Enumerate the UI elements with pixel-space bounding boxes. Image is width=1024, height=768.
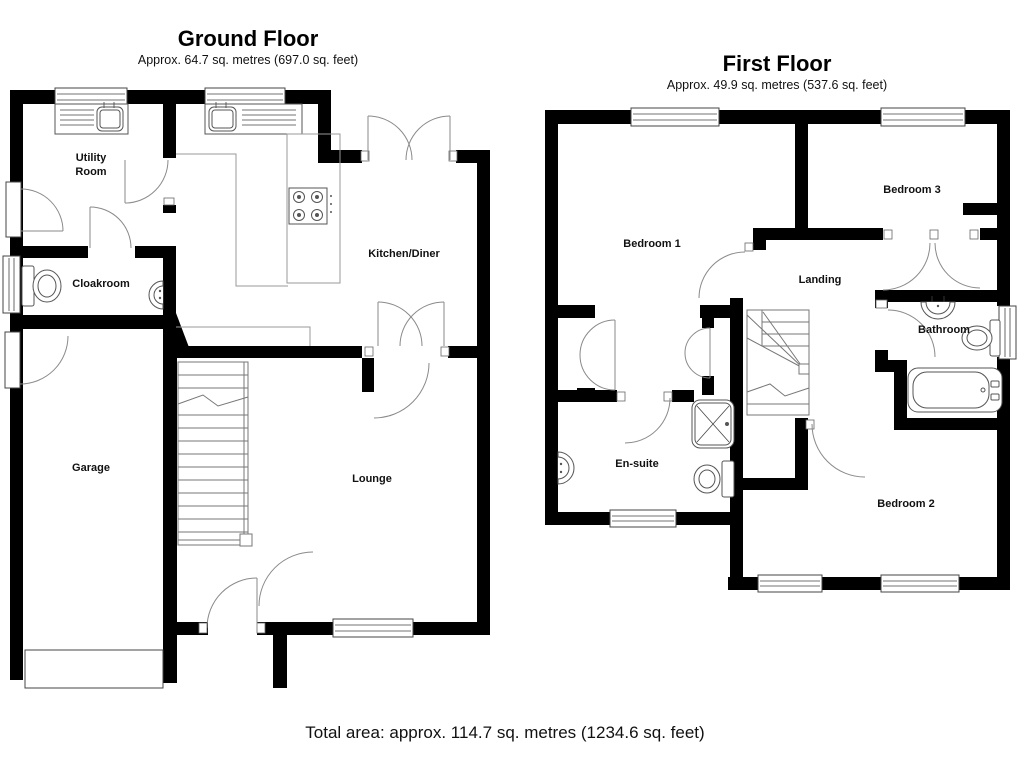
bathroom-window (998, 305, 1017, 360)
bathroom-basin-symbol (920, 296, 956, 320)
bedroom3-door-arc (882, 242, 931, 291)
cloakroom-door-arc (89, 206, 132, 249)
garage-door (24, 649, 164, 689)
cloakroom-window (2, 255, 21, 314)
room-label-garage: Garage (72, 462, 110, 474)
first-floor-windows (609, 107, 1017, 593)
hall-floor-line (176, 326, 311, 346)
room-label-bedroom-2: Bedroom 2 (877, 498, 934, 510)
garage-side-door-panel (4, 331, 21, 389)
room-label-utility-2: Room (75, 166, 106, 178)
ground-floor-walls (10, 90, 490, 688)
garage-side-door-arc (19, 335, 69, 385)
ensuite-door-arc (624, 397, 671, 444)
front-door-arc (206, 551, 314, 629)
ground-floor-diagonal-wall (163, 313, 190, 357)
ground-floor-subtitle: Approx. 64.7 sq. metres (697.0 sq. feet) (138, 53, 358, 67)
room-label-kitchen-diner: Kitchen/Diner (368, 248, 440, 260)
room-label-bedroom-3: Bedroom 3 (883, 184, 940, 196)
bedroom1-door-arc (698, 251, 746, 299)
utility-sink-counter (54, 102, 129, 135)
first-floor-subtitle: Approx. 49.9 sq. metres (537.6 sq. feet) (667, 78, 887, 92)
staircase-first (746, 309, 810, 416)
lounge-window (332, 618, 414, 638)
bedroom2-door-arc (811, 423, 866, 478)
kitchen-sink-counter (204, 102, 303, 135)
kitchen-window (204, 87, 286, 107)
bedroom3-window (880, 107, 966, 127)
room-label-en-suite: En-suite (615, 458, 658, 470)
back-door-panel (5, 181, 22, 238)
staircase-ground (177, 361, 253, 547)
bedroom1-window (630, 107, 720, 127)
kitchen-floor-line (176, 153, 288, 287)
cupboard-door-arc (934, 242, 981, 289)
first-floor-doors (579, 242, 981, 478)
ground-floor-title: Ground Floor (178, 26, 319, 51)
hob-symbol (288, 187, 332, 225)
first-floor-door-jambs (616, 229, 979, 430)
ground-floor-windows (2, 87, 414, 689)
room-label-landing: Landing (799, 274, 842, 286)
ground-floor-doors (19, 115, 451, 629)
bath-symbol (907, 367, 1003, 413)
bathroom-toilet-symbol (961, 319, 1001, 357)
back-door-arc (20, 188, 64, 232)
cloakroom-basin-symbol (148, 280, 164, 310)
ground-floor-door-jambs (163, 150, 458, 634)
ensuite-toilet-symbol (693, 460, 735, 498)
utility-window (54, 87, 128, 107)
shower-symbol (691, 399, 735, 449)
kitchen-french-doors (367, 115, 451, 161)
ground-floor-plan: Ground Floor Approx. 64.7 sq. metres (69… (2, 26, 490, 689)
kitchen-peninsula (286, 133, 341, 284)
lounge-french-doors (373, 301, 445, 419)
total-area-text: Total area: approx. 114.7 sq. metres (12… (305, 723, 704, 742)
bedroom1-wardrobe-doors (579, 319, 711, 391)
ensuite-basin-symbol (557, 451, 575, 485)
cloakroom-toilet-symbol (21, 265, 62, 307)
first-floor-title: First Floor (723, 51, 832, 76)
bathroom-door-arc (887, 309, 936, 358)
first-floor-plan: First Floor Approx. 49.9 sq. metres (537… (545, 51, 1017, 593)
bedroom2-window-left (757, 574, 823, 593)
room-label-lounge: Lounge (352, 473, 392, 485)
room-label-bathroom: Bathroom (918, 324, 970, 336)
room-label-utility-1: Utility (76, 152, 107, 164)
room-label-cloakroom: Cloakroom (72, 278, 130, 290)
ensuite-window (609, 509, 677, 528)
utility-door-arc (124, 159, 169, 204)
bedroom2-window-right (880, 574, 960, 593)
room-label-bedroom-1: Bedroom 1 (623, 238, 680, 250)
